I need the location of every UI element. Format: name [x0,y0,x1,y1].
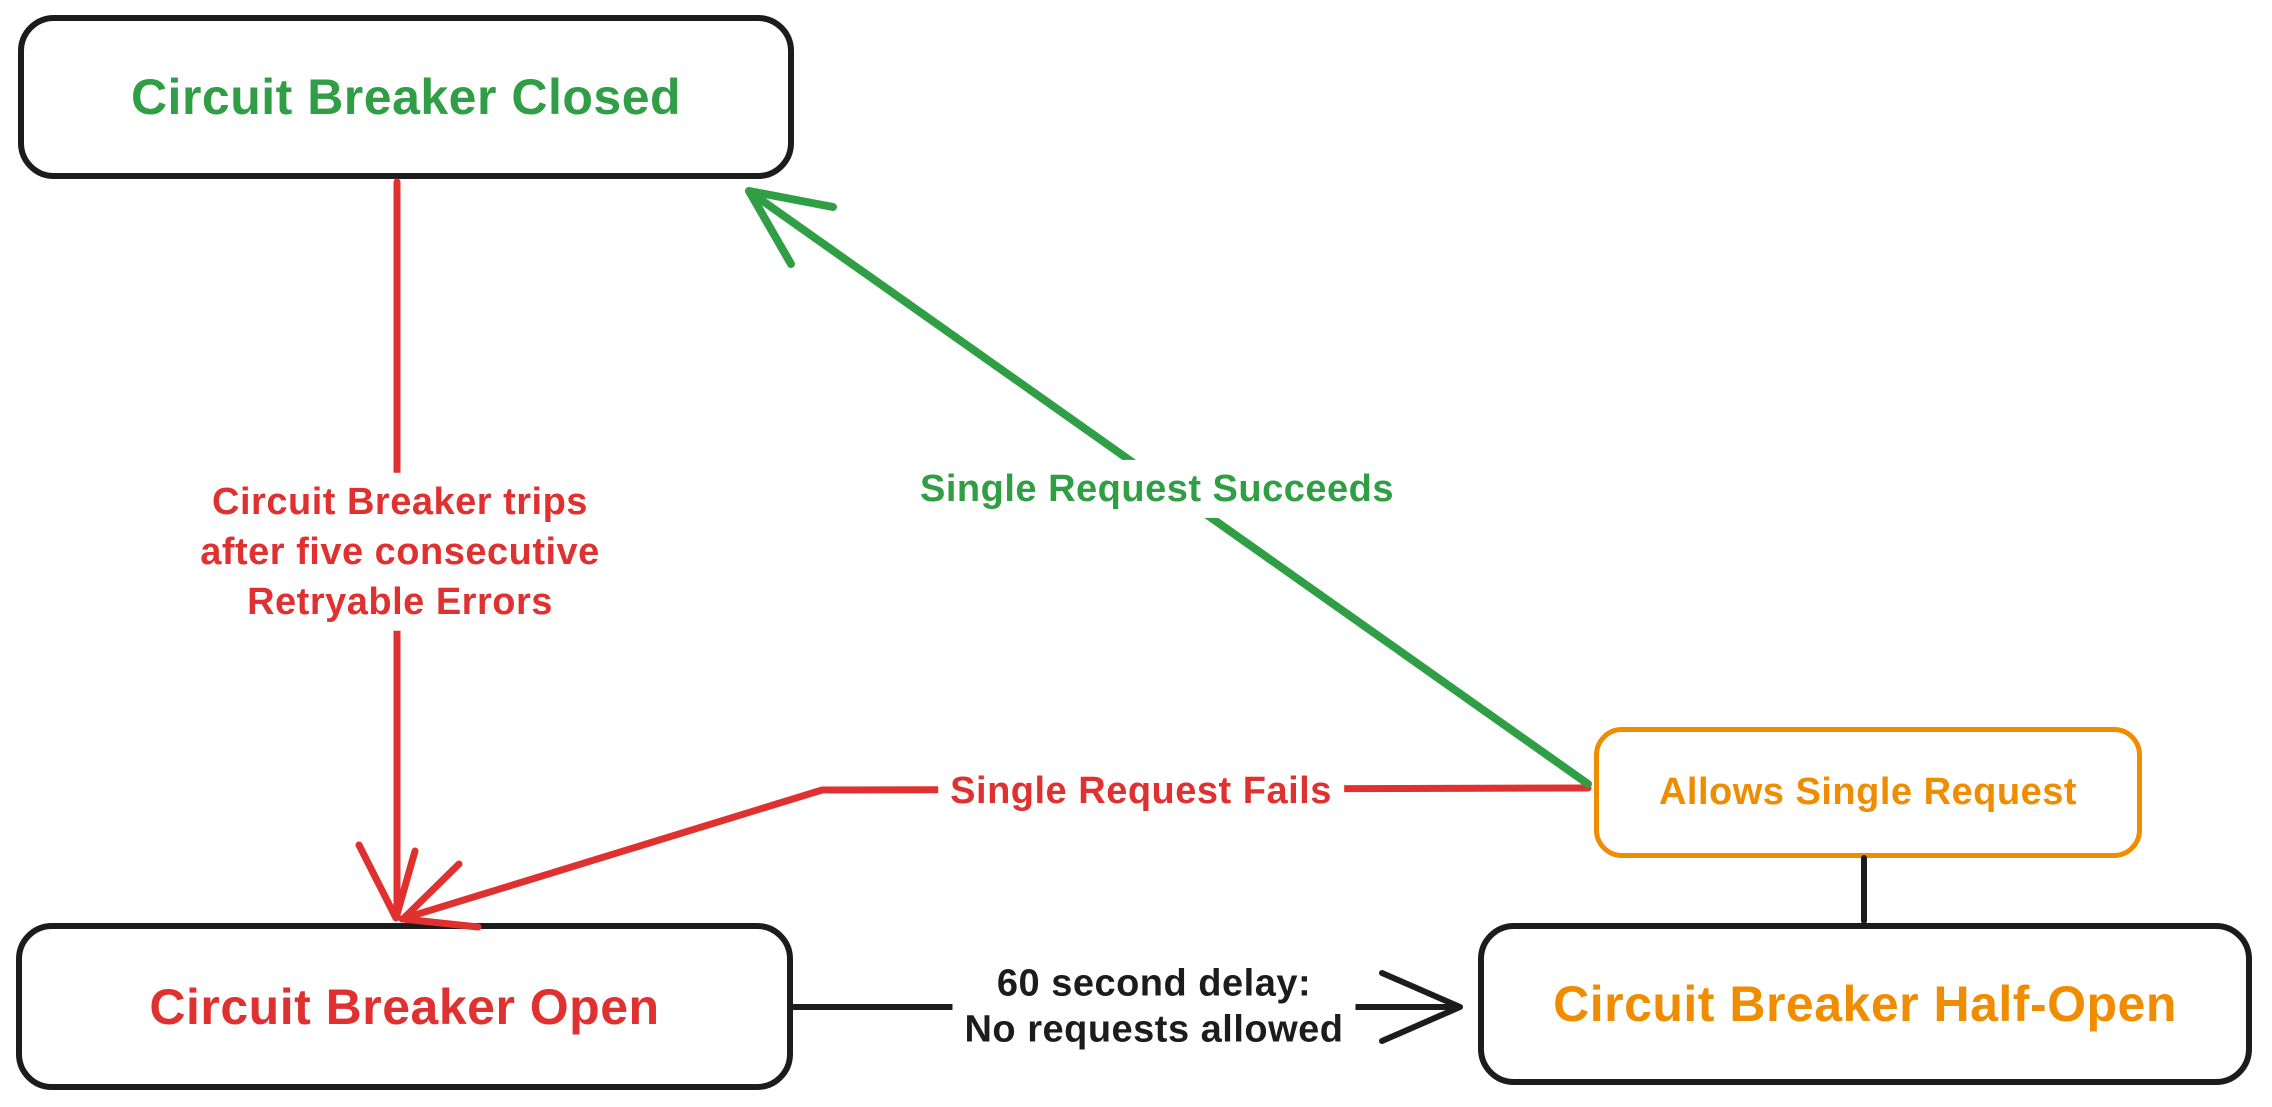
edge-trip-label-line: after five consecutive [200,530,600,573]
edge-fail-arrowhead-icon [399,860,482,931]
edge-delay-label: 60 second delay: No requests allowed [952,957,1356,1057]
state-open-label: Circuit Breaker Open [149,978,660,1035]
allows-single-request-label: Allows Single Request [1658,771,2078,813]
edge-succeed-arrowhead-icon [745,187,837,268]
state-closed-box: Circuit Breaker Closed [18,15,794,179]
edge-delay-arrowhead-icon [1379,970,1463,1044]
edge-trip-label-line: Circuit Breaker trips [212,480,588,523]
allows-single-request-box: Allows Single Request [1594,727,2142,858]
state-half-open-box: Circuit Breaker Half-Open [1478,923,2252,1085]
state-open-box: Circuit Breaker Open [16,923,793,1090]
state-half-open-label: Circuit Breaker Half-Open [1553,976,2177,1032]
edge-fail-label: Single Request Fails [938,761,1344,821]
edge-trip-label-line: Retryable Errors [247,581,553,624]
edge-delay-label-line: No requests allowed [964,1008,1344,1050]
edge-delay-label-line: 60 second delay: [996,962,1312,1005]
edge-succeed-label: Single Request Succeeds [908,459,1406,519]
state-closed-label: Circuit Breaker Closed [130,69,682,125]
edge-trip-arrowhead-icon [355,841,419,922]
edge-trip-label: Circuit Breaker trips after five consecu… [188,472,612,632]
